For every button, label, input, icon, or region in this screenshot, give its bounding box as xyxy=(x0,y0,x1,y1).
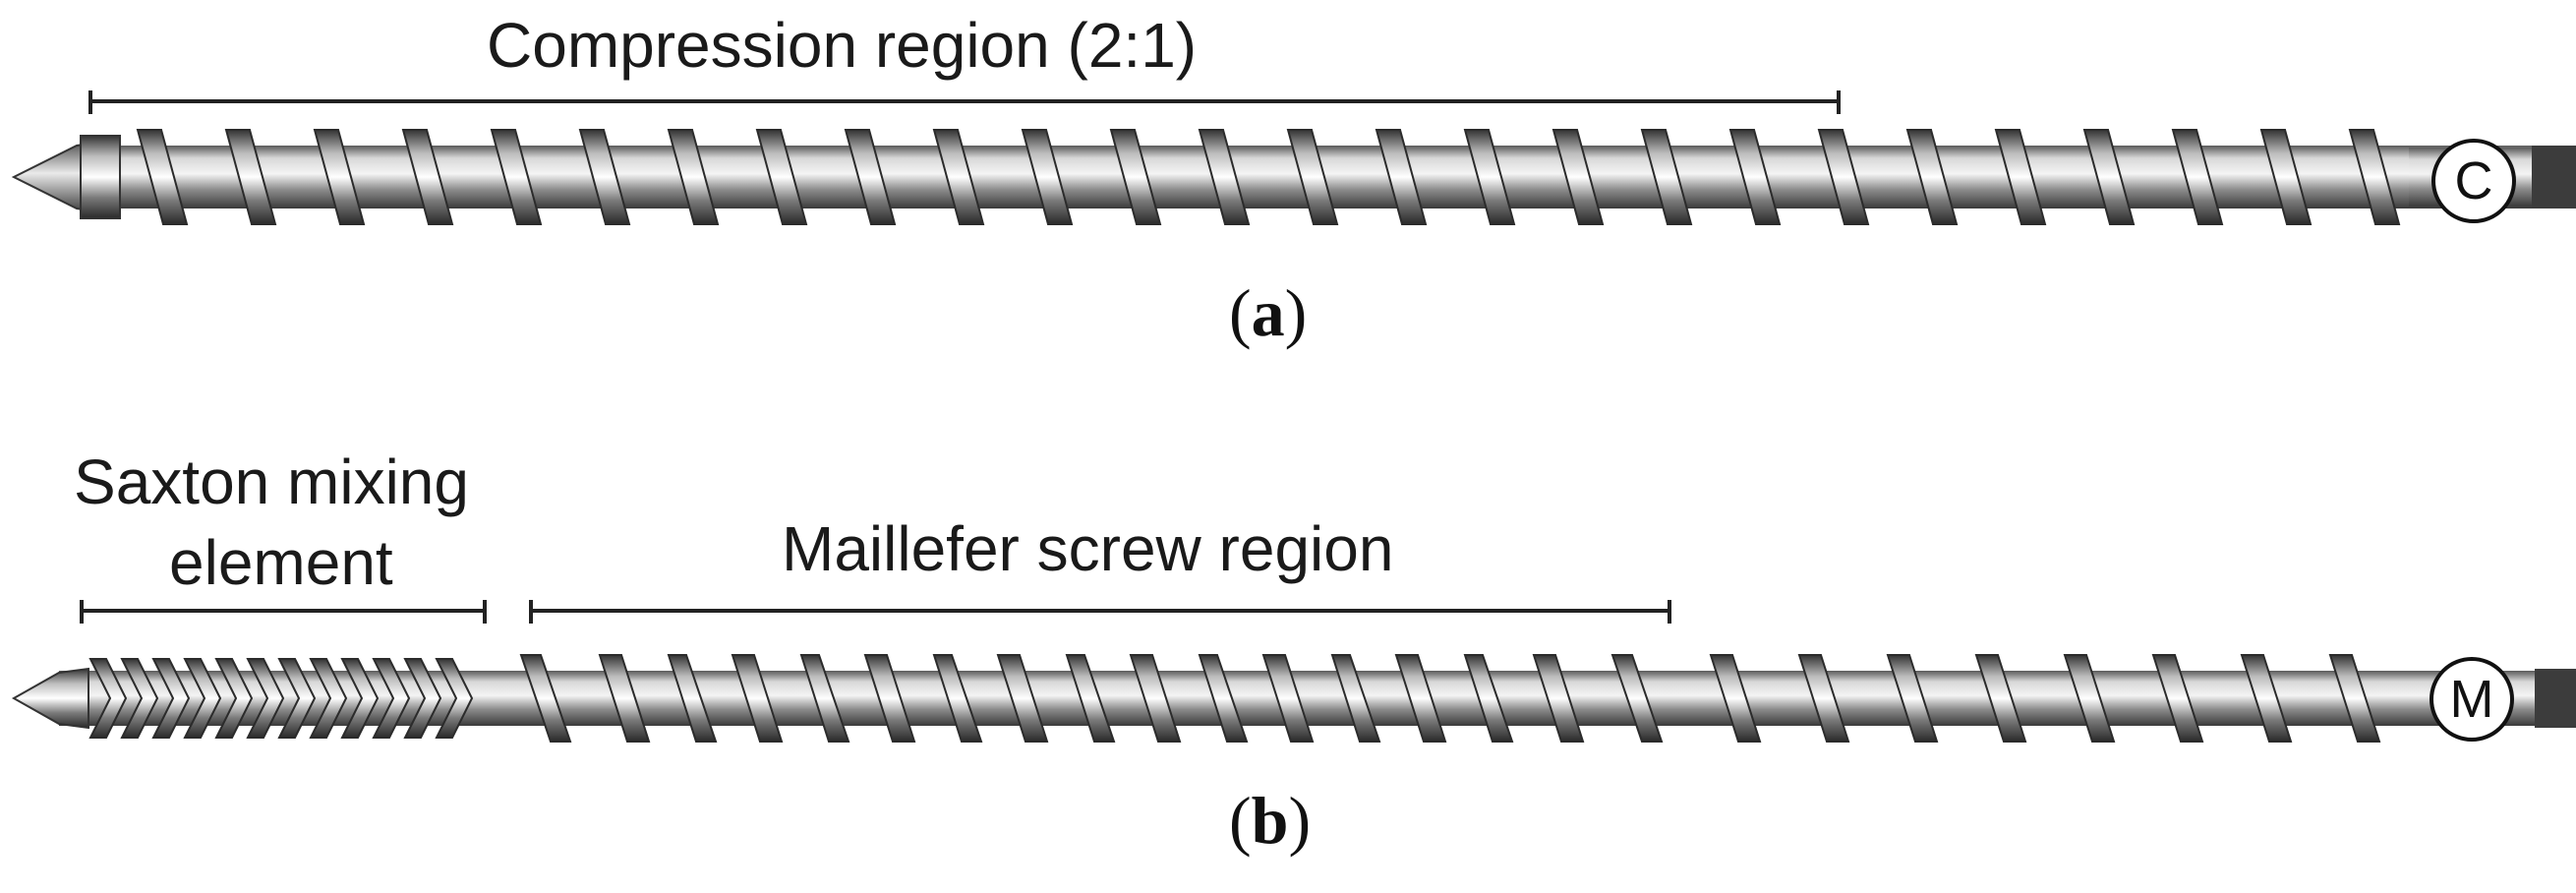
saxton-dimension-line xyxy=(82,609,485,613)
saxton-label-line1: Saxton mixing xyxy=(74,446,469,517)
saxton-tick-left xyxy=(80,600,84,624)
saxton-tick-right xyxy=(483,600,487,624)
screw-m-type-badge: M xyxy=(2430,657,2514,742)
screw-m-shank xyxy=(2535,669,2576,728)
maillefer-tick-right xyxy=(1668,600,1671,624)
panel-a-label: (a) xyxy=(1229,275,1308,350)
screw-m-maillefer-flights xyxy=(519,654,1664,743)
screw-m-image xyxy=(11,654,2576,743)
maillefer-tick-left xyxy=(529,600,533,624)
maillefer-region-label: Maillefer screw region xyxy=(782,513,1394,584)
saxton-label-line2: element xyxy=(169,527,393,598)
compression-region-tick-left xyxy=(88,90,92,114)
compression-region-dimension-line xyxy=(90,99,1841,103)
panel-b-letter: b xyxy=(1251,783,1289,858)
compression-region-tick-right xyxy=(1837,90,1841,114)
panel-b-label: (b) xyxy=(1229,783,1312,858)
screw-c-type-badge: C xyxy=(2431,139,2516,223)
screw-m-tip xyxy=(11,667,89,730)
screw-m-saxton-teeth xyxy=(88,658,474,739)
screw-m-feed-flights xyxy=(1709,654,2381,743)
maillefer-dimension-line xyxy=(531,609,1671,613)
screw-c-shank xyxy=(2532,146,2576,208)
screw-c-image xyxy=(11,129,2576,225)
panel-a-letter: a xyxy=(1251,275,1285,350)
screw-c-flights xyxy=(136,129,2401,225)
compression-region-label: Compression region (2:1) xyxy=(487,10,1198,81)
